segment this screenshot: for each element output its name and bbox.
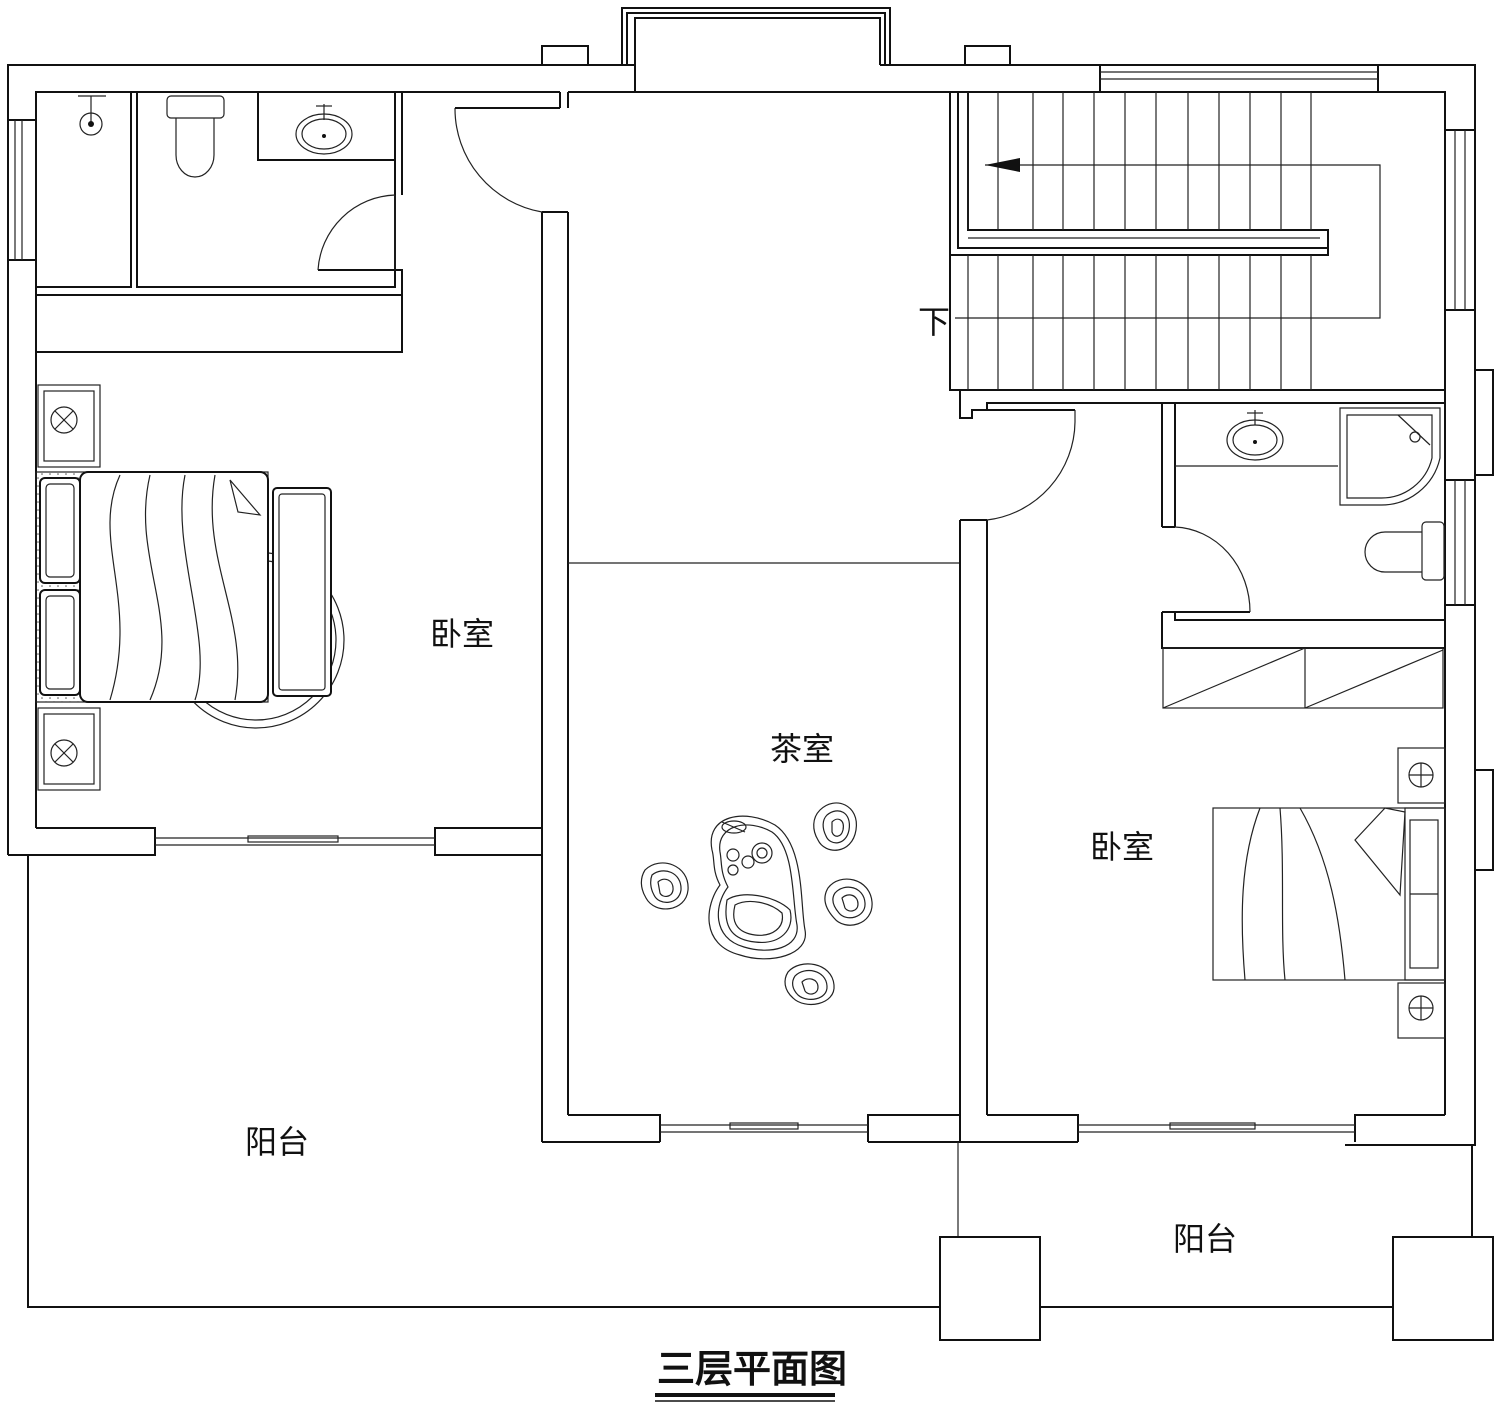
sink-icon [295,104,353,155]
shower-icon [78,95,106,136]
balcony-right-outline [939,1142,1494,1341]
toilet-icon [166,95,225,178]
lamp-icon [1397,747,1446,804]
drawing-title: 三层平面图 [657,1347,847,1391]
bed-icon [35,471,345,729]
shower-icon [1397,414,1431,446]
room-label-tea-room: 茶室 [770,730,834,768]
bed-icon [1212,807,1446,981]
balcony-left-outline [27,855,940,1308]
sink-icon [1226,410,1284,461]
lamp-icon [37,707,101,791]
room-label-balcony-left: 阳台 [245,1123,309,1161]
room-label-bedroom-left: 卧室 [430,615,494,653]
toilet-icon [1364,521,1445,581]
tea-room-walls [568,520,1078,1143]
tea-table-icon [640,802,873,1006]
left-suite-walls [8,91,569,1142]
arrow-left-icon [985,158,1020,172]
lamp-icon [37,384,101,468]
lamp-icon [1397,982,1446,1039]
room-label-balcony-right: 阳台 [1173,1220,1237,1258]
staircase [949,91,1446,391]
stair-direction-label: 下 [918,303,950,341]
room-label-bedroom-right: 卧室 [1090,828,1154,866]
right-suite-walls [959,390,1445,1142]
